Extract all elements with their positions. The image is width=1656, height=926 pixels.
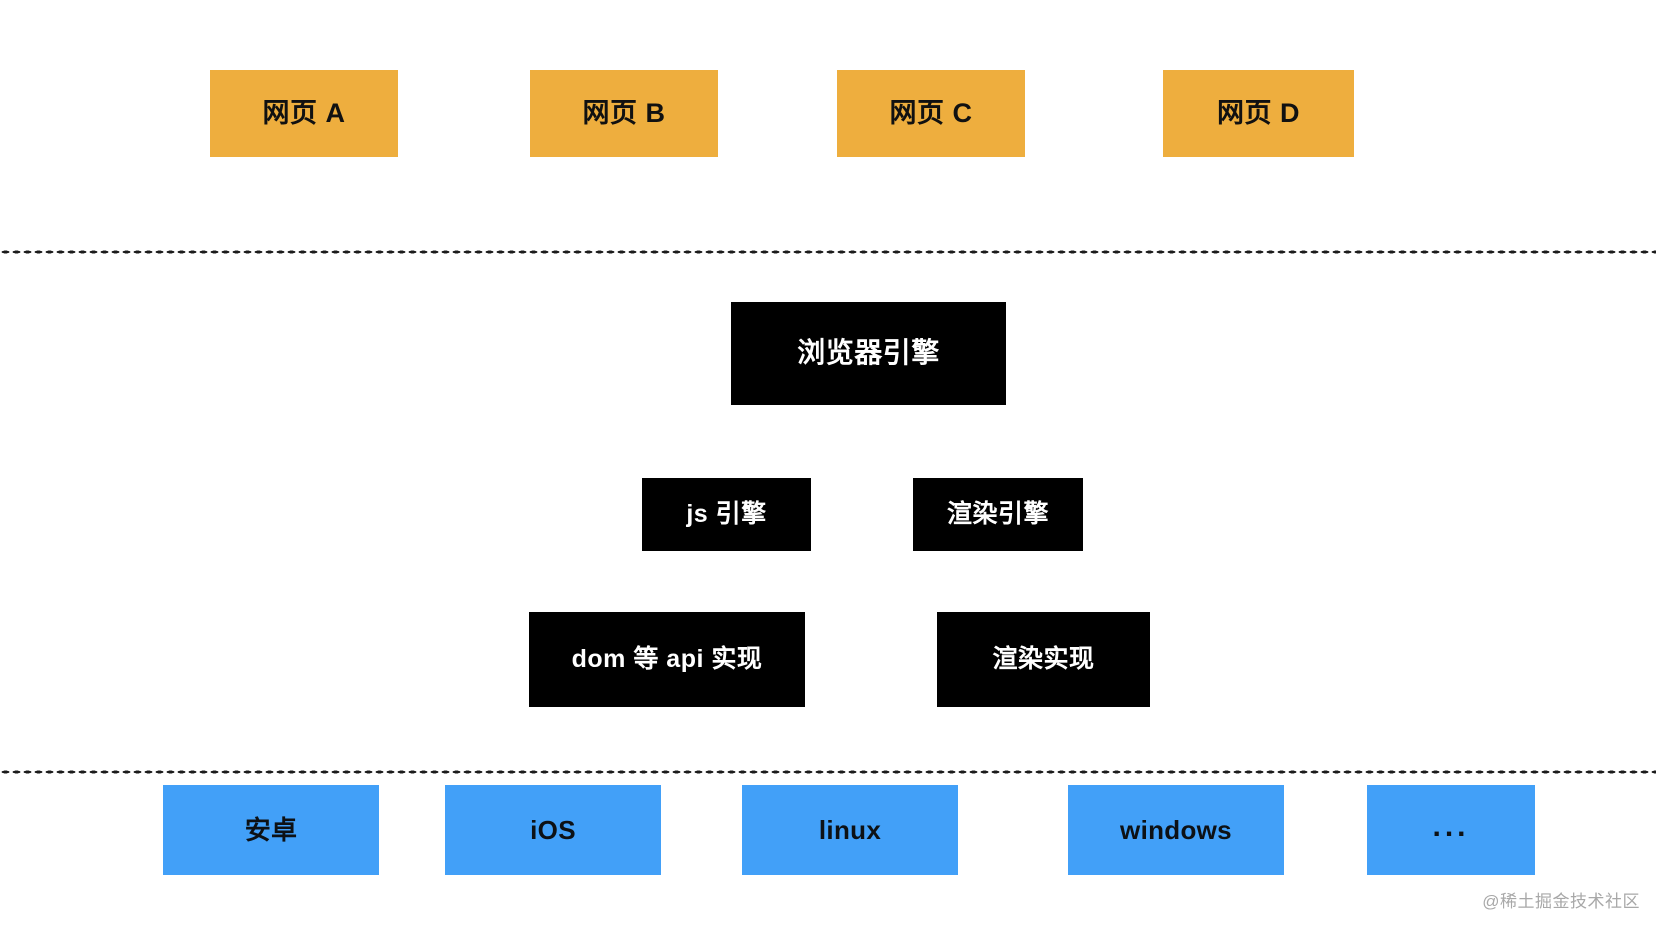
os-label: linux xyxy=(818,814,882,845)
web-page-box-b: 网页 B xyxy=(530,70,718,157)
web-page-label: 网页 B xyxy=(582,97,666,128)
web-page-box-a: 网页 A xyxy=(210,70,398,157)
watermark: @稀土掘金技术社区 xyxy=(1482,892,1640,911)
os-box-more: ... xyxy=(1367,785,1535,875)
divider-top xyxy=(0,250,1656,254)
js-engine-box: js 引擎 xyxy=(642,478,811,551)
js-engine-label: js 引擎 xyxy=(686,499,767,528)
os-box-android: 安卓 xyxy=(163,785,379,875)
render-engine-box: 渲染引擎 xyxy=(913,478,1083,551)
os-label: ... xyxy=(1432,809,1470,843)
os-box-ios: iOS xyxy=(445,785,661,875)
web-page-label: 网页 D xyxy=(1217,97,1300,128)
web-page-label: 网页 A xyxy=(262,97,346,128)
render-impl-label: 渲染实现 xyxy=(992,644,1095,673)
web-page-label: 网页 C xyxy=(889,97,973,128)
web-page-box-d: 网页 D xyxy=(1163,70,1354,157)
render-impl-box: 渲染实现 xyxy=(937,612,1150,707)
os-label: 安卓 xyxy=(244,814,298,845)
dom-api-impl-box: dom 等 api 实现 xyxy=(529,612,805,707)
os-box-linux: linux xyxy=(742,785,958,875)
dom-api-impl-label: dom 等 api 实现 xyxy=(571,644,763,673)
os-label: iOS xyxy=(530,814,576,845)
browser-engine-label: 浏览器引擎 xyxy=(797,337,940,369)
browser-engine-box: 浏览器引擎 xyxy=(731,302,1006,405)
os-label: windows xyxy=(1120,814,1232,845)
render-engine-label: 渲染引擎 xyxy=(946,499,1049,528)
divider-bottom xyxy=(0,770,1656,774)
web-page-box-c: 网页 C xyxy=(837,70,1025,157)
os-box-windows: windows xyxy=(1068,785,1284,875)
